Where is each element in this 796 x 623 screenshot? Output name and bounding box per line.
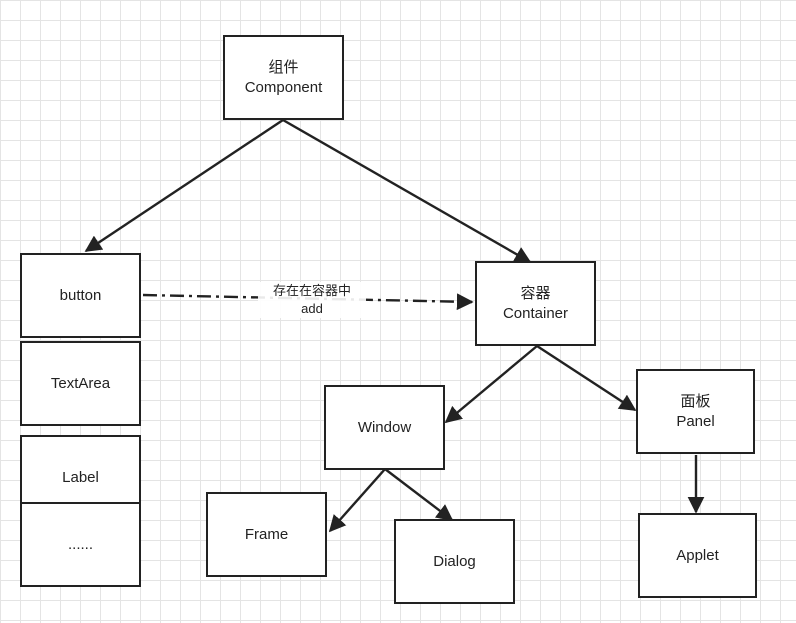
edge-label-add-en: add	[301, 301, 323, 316]
node-frame: Frame	[206, 492, 327, 577]
edge-component-button	[84, 119, 284, 252]
node-component-en: Component	[244, 78, 323, 96]
node-window: Window	[324, 385, 445, 470]
node-applet: Applet	[638, 513, 757, 598]
node-frame-label: Frame	[244, 525, 289, 543]
edge-window-frame	[328, 468, 386, 533]
edge-label-add-zh: 存在在容器中	[272, 283, 351, 298]
node-textarea-label: TextArea	[50, 374, 111, 392]
node-more: ......	[20, 502, 141, 587]
edge-container-panel	[536, 344, 637, 412]
node-dialog: Dialog	[394, 519, 515, 604]
node-dialog-label: Dialog	[433, 552, 476, 570]
node-applet-label: Applet	[676, 546, 719, 564]
node-container-en: Container	[502, 304, 569, 322]
node-component: 组件 Component	[223, 35, 344, 120]
edge-component-container	[282, 118, 532, 264]
node-panel: 面板 Panel	[636, 369, 755, 454]
node-panel-zh: 面板	[680, 392, 711, 410]
node-panel-en: Panel	[676, 412, 715, 430]
node-container-zh: 容器	[520, 284, 551, 302]
node-textarea: TextArea	[20, 341, 141, 426]
node-more-label: ......	[67, 535, 93, 553]
edge-container-window	[444, 345, 538, 424]
edge-window-dialog	[384, 468, 454, 522]
node-component-zh: 组件	[268, 58, 299, 76]
node-container: 容器 Container	[475, 261, 596, 346]
node-window-label: Window	[357, 418, 412, 436]
node-button: button	[20, 253, 141, 338]
node-label-label: Label	[62, 468, 99, 486]
node-button-label: button	[59, 286, 102, 304]
edge-label-add: 存在在容器中 add	[258, 282, 366, 318]
